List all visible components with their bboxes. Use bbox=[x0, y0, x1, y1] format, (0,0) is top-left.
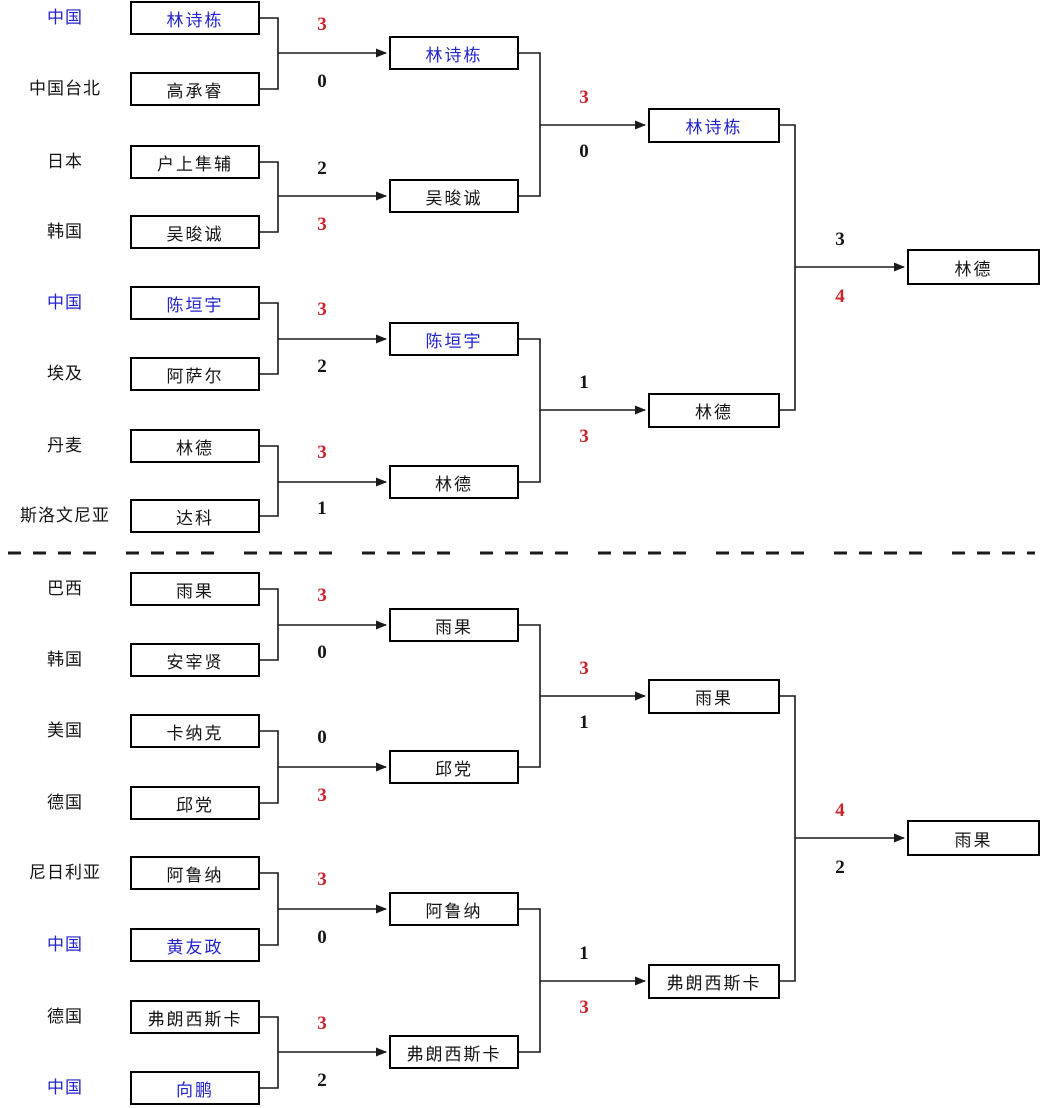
player-box: 阿鲁纳 bbox=[130, 856, 260, 890]
player-box: 黄友政 bbox=[130, 928, 260, 962]
player-box: 林诗栋 bbox=[130, 1, 260, 35]
country-label: 中国 bbox=[47, 935, 83, 955]
qf-winner-box: 陈垣宇 bbox=[389, 322, 519, 356]
qf-winner-box: 雨果 bbox=[389, 608, 519, 642]
country-label: 韩国 bbox=[47, 650, 83, 670]
match-score: 4 bbox=[835, 800, 845, 821]
player-box: 林德 bbox=[130, 429, 260, 463]
country-label: 日本 bbox=[47, 152, 83, 172]
match-score: 3 bbox=[317, 299, 327, 320]
player-box: 陈垣宇 bbox=[130, 286, 260, 320]
match-score: 1 bbox=[317, 498, 327, 519]
country-label: 丹麦 bbox=[47, 436, 83, 456]
sf-winner-box: 雨果 bbox=[648, 679, 780, 714]
country-label: 中国台北 bbox=[29, 79, 101, 99]
player-box: 向鹏 bbox=[130, 1071, 260, 1105]
match-score: 0 bbox=[317, 927, 327, 948]
player-box: 雨果 bbox=[130, 572, 260, 606]
player-box: 弗朗西斯卡 bbox=[130, 1000, 260, 1034]
player-box: 安宰贤 bbox=[130, 643, 260, 677]
qf-winner-box: 阿鲁纳 bbox=[389, 892, 519, 926]
match-score: 3 bbox=[317, 214, 327, 235]
player-box: 邱党 bbox=[130, 786, 260, 820]
match-score: 3 bbox=[317, 869, 327, 890]
player-box: 高承睿 bbox=[130, 72, 260, 106]
qf-winner-box: 吴晙诚 bbox=[389, 179, 519, 213]
sf-winner-box: 弗朗西斯卡 bbox=[648, 964, 780, 999]
match-score: 3 bbox=[579, 658, 589, 679]
player-box: 阿萨尔 bbox=[130, 357, 260, 391]
player-box: 吴晙诚 bbox=[130, 215, 260, 249]
match-score: 2 bbox=[317, 356, 327, 377]
country-label: 埃及 bbox=[47, 364, 83, 384]
country-label: 中国 bbox=[47, 8, 83, 28]
match-score: 3 bbox=[835, 229, 845, 250]
match-score: 1 bbox=[579, 372, 589, 393]
match-score: 2 bbox=[317, 158, 327, 179]
match-score: 4 bbox=[835, 286, 845, 307]
player-box: 卡纳克 bbox=[130, 714, 260, 748]
qf-winner-box: 林诗栋 bbox=[389, 36, 519, 70]
match-score: 0 bbox=[579, 141, 589, 162]
match-score: 1 bbox=[579, 943, 589, 964]
champion-box: 林德 bbox=[907, 249, 1040, 285]
match-score: 2 bbox=[317, 1070, 327, 1091]
qf-winner-box: 弗朗西斯卡 bbox=[389, 1035, 519, 1069]
match-score: 3 bbox=[317, 442, 327, 463]
player-box: 达科 bbox=[130, 499, 260, 533]
qf-winner-box: 邱党 bbox=[389, 750, 519, 784]
match-score: 2 bbox=[835, 857, 845, 878]
country-label: 中国 bbox=[47, 293, 83, 313]
country-label: 中国 bbox=[47, 1078, 83, 1098]
match-score: 3 bbox=[317, 14, 327, 35]
country-label: 韩国 bbox=[47, 222, 83, 242]
sf-winner-box: 林诗栋 bbox=[648, 108, 780, 143]
match-score: 1 bbox=[579, 712, 589, 733]
match-score: 3 bbox=[579, 426, 589, 447]
match-score: 3 bbox=[579, 87, 589, 108]
country-label: 斯洛文尼亚 bbox=[20, 506, 110, 526]
match-score: 3 bbox=[317, 785, 327, 806]
country-label: 德国 bbox=[47, 793, 83, 813]
country-label: 尼日利亚 bbox=[29, 863, 101, 883]
sf-winner-box: 林德 bbox=[648, 393, 780, 428]
qf-winner-box: 林德 bbox=[389, 465, 519, 499]
country-label: 美国 bbox=[47, 721, 83, 741]
match-score: 0 bbox=[317, 71, 327, 92]
match-score: 0 bbox=[317, 727, 327, 748]
country-label: 巴西 bbox=[47, 579, 83, 599]
champion-box: 雨果 bbox=[907, 820, 1040, 856]
match-score: 0 bbox=[317, 642, 327, 663]
country-label: 德国 bbox=[47, 1007, 83, 1027]
player-box: 户上隼辅 bbox=[130, 145, 260, 179]
match-score: 3 bbox=[317, 585, 327, 606]
match-score: 3 bbox=[317, 1013, 327, 1034]
match-score: 3 bbox=[579, 997, 589, 1018]
